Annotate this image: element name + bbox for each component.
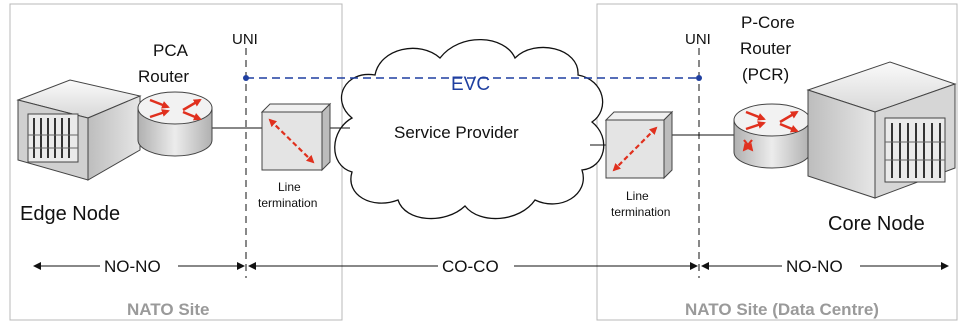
pcr-router-icon <box>733 103 811 169</box>
evc-right-dot <box>696 75 702 81</box>
pcr-label-line1: P-Core <box>741 13 795 32</box>
pcr-label-line3: (PCR) <box>742 65 789 84</box>
edge-node-label: Edge Node <box>20 203 120 225</box>
right-uni-label: UNI <box>685 31 711 48</box>
service-provider-cloud <box>334 39 605 220</box>
right-lt-label-line2: termination <box>611 205 670 219</box>
pca-label-line2: Router <box>138 67 189 86</box>
left-lt-label-line2: termination <box>258 196 317 210</box>
pca-router-icon <box>137 91 213 157</box>
right-site-label: NATO Site (Data Centre) <box>685 300 879 319</box>
co-co-label: CO-CO <box>442 257 499 276</box>
core-node-server-icon <box>806 61 957 199</box>
left-line-termination-icon <box>260 102 332 172</box>
service-provider-label: Service Provider <box>394 123 519 142</box>
edge-node-server-icon <box>16 79 142 181</box>
no-no-right-label: NO-NO <box>786 257 843 276</box>
right-line-termination-icon <box>604 110 674 180</box>
pcr-label-line2: Router <box>740 39 791 58</box>
left-uni-label: UNI <box>232 31 258 48</box>
left-site-label: NATO Site <box>127 300 210 319</box>
pca-label-line1: PCA <box>153 41 189 60</box>
no-no-left-label: NO-NO <box>104 257 161 276</box>
core-node-label: Core Node <box>828 213 925 235</box>
evc-label: EVC <box>451 74 490 95</box>
right-lt-label-line1: Line <box>626 189 649 203</box>
evc-left-dot <box>243 75 249 81</box>
left-lt-label-line1: Line <box>278 180 301 194</box>
